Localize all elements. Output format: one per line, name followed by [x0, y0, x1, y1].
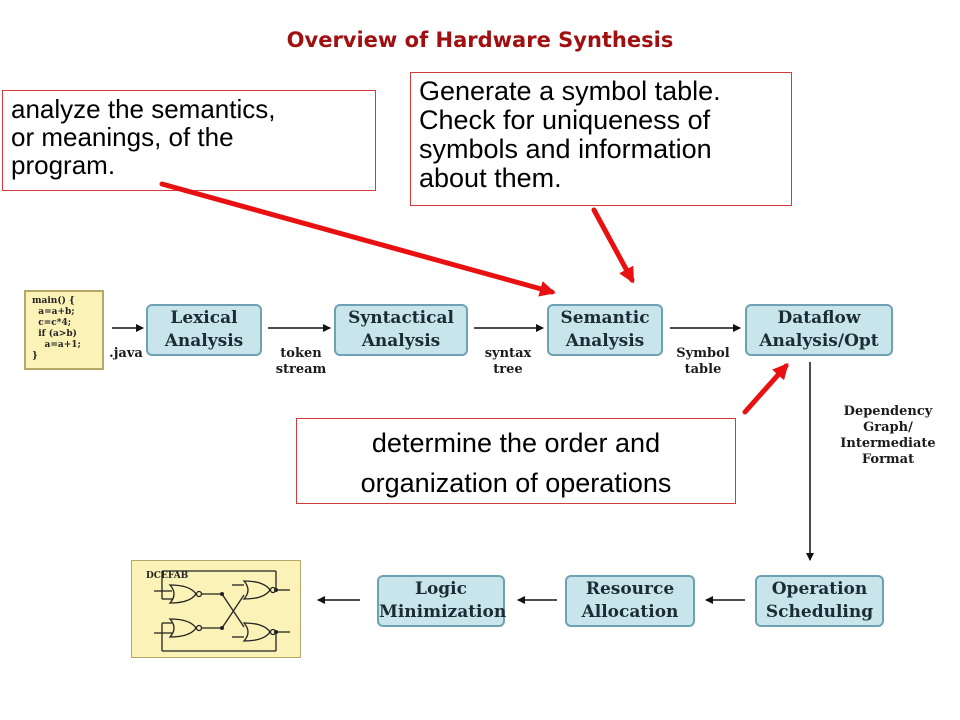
stage-label: Allocation [581, 602, 679, 622]
stage-label: Syntactical [348, 308, 454, 328]
code-line: a=a+1; [32, 340, 81, 350]
callout-line: Check for uniqueness of [419, 105, 711, 135]
code-line: } [32, 351, 38, 361]
edge-label-line: Dependency [843, 404, 933, 419]
stage-lexical-analysis: Lexical Analysis [146, 304, 262, 356]
edge-label-symbol-table: Symbol table [672, 346, 734, 378]
stage-label: Analysis [361, 331, 441, 351]
callout-semantics: analyze the semantics, or meanings, of t… [2, 90, 376, 191]
edge-label-line: Graph/ [863, 420, 913, 435]
callout-line: about them. [419, 163, 562, 193]
stage-operation-scheduling: Operation Scheduling [755, 575, 884, 627]
edge-label-line: token [280, 346, 322, 361]
stage-logic-minimization: Logic Minimization [377, 575, 507, 627]
stage-label: Logic [415, 579, 467, 599]
edge-label-line: stream [275, 362, 327, 377]
code-line: c=c*4; [32, 318, 72, 328]
callout-line: determine the order and [371, 428, 661, 458]
stage-label: Analysis/Opt [759, 331, 879, 351]
stage-label: Analysis [565, 331, 645, 351]
code-line: a=a+b; [32, 307, 75, 317]
circuit-label: DCEFAB [146, 571, 189, 581]
stage-label: Dataflow [777, 308, 861, 328]
stage-label: Operation [771, 579, 868, 599]
pointer-arrow-symbol-table [591, 207, 635, 284]
code-line: main() { [32, 296, 75, 306]
logic-circuit-image: DCEFAB [131, 560, 301, 658]
callout-line: symbols and information [419, 134, 712, 164]
stage-dataflow-analysis: Dataflow Analysis/Opt [745, 304, 893, 356]
stage-semantic-analysis: Semantic Analysis [547, 304, 663, 356]
edge-label-java: .java [109, 346, 143, 361]
stage-label: Analysis [164, 331, 244, 351]
stage-label: Semantic [560, 308, 650, 328]
pointer-arrow-semantics [159, 181, 556, 297]
page-title: Overview of Hardware Synthesis [286, 28, 674, 52]
edge-label-token-stream: token stream [270, 346, 332, 378]
callout-line: Generate a symbol table. [419, 76, 721, 106]
stage-label: Lexical [170, 308, 238, 328]
callout-order: determine the order and organization of … [296, 418, 736, 504]
edge-label-line: tree [493, 362, 523, 377]
pointer-arrow-order [742, 363, 789, 415]
edge-label-line: syntax [484, 346, 532, 361]
code-line: if (a>b) [32, 329, 77, 339]
stage-syntactical-analysis: Syntactical Analysis [334, 304, 468, 356]
stage-label: Resource [585, 579, 675, 599]
callout-line: organization of operations [360, 468, 672, 498]
callout-line: or meanings, of the [11, 122, 234, 152]
edge-label-line: Intermediate [840, 436, 936, 451]
edge-label-line: Symbol [676, 346, 730, 361]
edge-label-syntax-tree: syntax tree [478, 346, 538, 378]
stage-label: Scheduling [765, 602, 874, 622]
callout-line: program. [11, 150, 116, 180]
circuit-diagram-icon: DCEFAB [146, 570, 290, 652]
source-code-box: main() { a=a+b; c=c*4; if (a>b) a=a+1;} [24, 290, 104, 370]
edge-label-dependency-graph: Dependency Graph/ Intermediate Format [838, 404, 938, 468]
callout-line: analyze the semantics, [11, 94, 276, 124]
callout-symbol-table: Generate a symbol table. Check for uniqu… [410, 72, 792, 206]
edge-label-line: table [684, 362, 722, 377]
stage-resource-allocation: Resource Allocation [565, 575, 695, 627]
stage-label: Minimization [379, 602, 507, 622]
edge-label-line: Format [861, 452, 915, 467]
